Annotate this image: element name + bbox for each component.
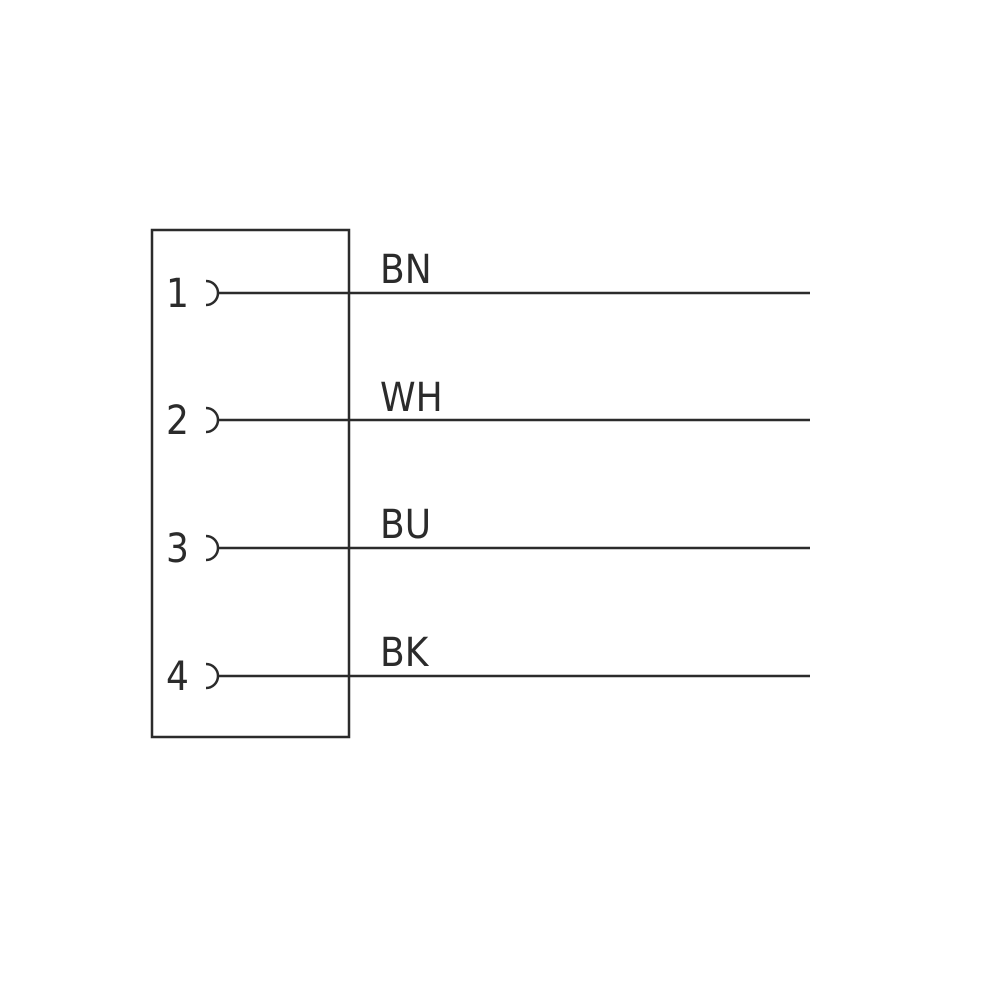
- pin-number-4: 4: [166, 654, 189, 700]
- socket-contact-icon: [205, 406, 220, 434]
- pin-number-1: 1: [166, 271, 189, 317]
- wire-label-2: WH: [380, 375, 443, 421]
- wire-label-4: BK: [380, 630, 430, 676]
- pin-number-2: 2: [166, 398, 189, 444]
- pin-row-4: 4 BK: [166, 630, 810, 700]
- socket-contact-icon: [205, 534, 220, 562]
- wire-label-3: BU: [380, 502, 431, 548]
- connector-housing: [150, 228, 351, 739]
- socket-contact-icon: [205, 662, 220, 690]
- pin-row-1: 1 BN: [166, 247, 810, 317]
- pin-row-2: 2 WH: [166, 375, 810, 444]
- wire-label-1: BN: [380, 247, 432, 293]
- socket-contact-icon: [205, 279, 220, 307]
- pin-row-3: 3 BU: [166, 502, 810, 572]
- pin-number-3: 3: [166, 526, 189, 572]
